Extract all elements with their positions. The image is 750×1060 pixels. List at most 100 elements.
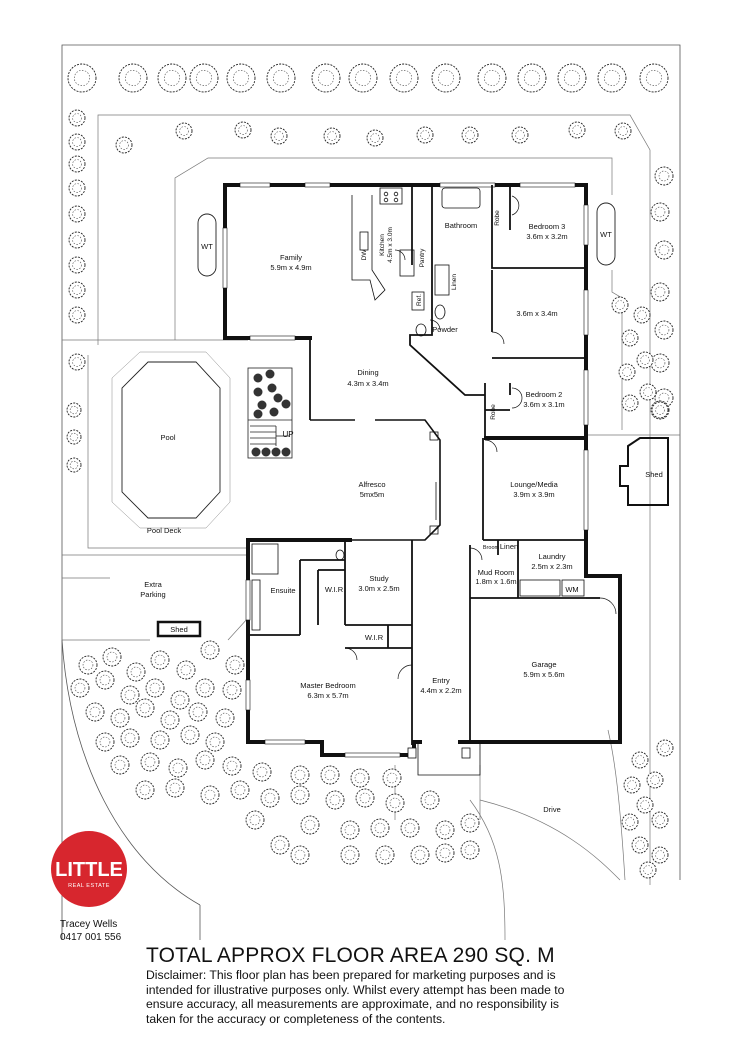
- pool-deck-label: Pool Deck: [147, 526, 181, 535]
- tree-icon: [66, 429, 82, 445]
- tree-icon: [252, 762, 272, 782]
- tree-icon: [568, 121, 586, 139]
- planter-icon: [271, 447, 281, 457]
- tree-icon: [511, 126, 529, 144]
- tree-icon: [389, 63, 419, 93]
- tree-icon: [118, 63, 148, 93]
- tree-icon: [420, 790, 440, 810]
- tree-icon: [348, 63, 378, 93]
- tree-icon: [650, 353, 670, 373]
- planter-icon: [261, 447, 271, 457]
- study-size: 3.0m x 2.5m: [358, 584, 399, 593]
- tree-icon: [230, 780, 250, 800]
- tree-icon: [431, 63, 461, 93]
- tree-icon: [145, 678, 165, 698]
- tree-icon: [597, 63, 627, 93]
- planter-icon: [253, 409, 263, 419]
- tree-icon: [188, 702, 208, 722]
- tree-icon: [435, 820, 455, 840]
- lounge-size: 3.9m x 3.9m: [513, 490, 554, 499]
- tree-icon: [95, 732, 115, 752]
- tree-icon: [102, 647, 122, 667]
- tree-icon: [68, 353, 86, 371]
- mud-room-size: 1.8m x 1.6m: [475, 577, 516, 586]
- wir-2-label: W.I.R: [365, 633, 384, 642]
- dishwasher-label: DW: [361, 249, 368, 261]
- family-size: 5.9m x 4.9m: [270, 263, 311, 272]
- water-tank-left-label: WT: [201, 242, 213, 251]
- garage-size: 5.9m x 5.6m: [523, 670, 564, 679]
- tree-icon: [370, 818, 390, 838]
- kitchen-size: 4.5m x 3.0m: [387, 227, 394, 263]
- tree-icon: [135, 698, 155, 718]
- tree-icon: [290, 765, 310, 785]
- lounge-label: Lounge/Media: [510, 480, 558, 489]
- tree-icon: [639, 63, 669, 93]
- tree-icon: [168, 758, 188, 778]
- tree-icon: [195, 678, 215, 698]
- robe-top-label: Robe: [494, 210, 501, 226]
- tree-icon: [633, 306, 651, 324]
- tree-icon: [135, 780, 155, 800]
- tree-icon: [200, 640, 220, 660]
- tree-icon: [300, 815, 320, 835]
- tree-icon: [245, 810, 265, 830]
- extra-parking-label-1: Extra: [144, 580, 162, 589]
- tree-icon: [355, 788, 375, 808]
- mud-room-label: Mud Room: [478, 568, 515, 577]
- tree-icon: [340, 820, 360, 840]
- room-labels: Family 5.9m x 4.9m Kitchen 4.5m x 3.0m D…: [140, 210, 662, 814]
- tree-icon: [195, 750, 215, 770]
- tree-icon: [120, 685, 140, 705]
- pantry-label: Pantry: [419, 248, 426, 268]
- door-swings: [344, 195, 617, 680]
- tree-icon: [189, 63, 219, 93]
- tree-icon: [205, 732, 225, 752]
- tree-icon: [416, 126, 434, 144]
- tree-icon: [614, 122, 632, 140]
- tree-icon: [557, 63, 587, 93]
- wir-1-label: W.I.R: [325, 585, 344, 594]
- planter-icon: [269, 407, 279, 417]
- planter-icon: [265, 369, 275, 379]
- tree-icon: [150, 650, 170, 670]
- tree-icon: [200, 785, 220, 805]
- tree-icon: [78, 655, 98, 675]
- kitchen-label: Kitchen: [379, 234, 386, 256]
- tree-icon: [621, 813, 639, 831]
- tree-icon: [68, 281, 86, 299]
- tree-icon: [67, 63, 97, 93]
- stairs: [247, 367, 293, 459]
- tree-icon: [385, 793, 405, 813]
- disclaimer-text: Disclaimer: This floor plan has been pre…: [146, 968, 565, 1026]
- tree-icon: [95, 670, 115, 690]
- tree-icon: [266, 63, 296, 93]
- tree-icon: [651, 846, 669, 864]
- powder-label: Powder: [432, 325, 458, 334]
- tree-icon: [366, 129, 384, 147]
- tree-icon: [636, 351, 654, 369]
- laundry-size: 2.5m x 2.3m: [531, 562, 572, 571]
- planter-icon: [253, 387, 263, 397]
- agent-phone: 0417 001 556: [60, 932, 122, 943]
- tree-icon: [68, 133, 86, 151]
- entry-size: 4.4m x 2.2m: [420, 686, 461, 695]
- dining-label: Dining: [357, 368, 378, 377]
- tree-icon: [323, 127, 341, 145]
- tree-icon: [410, 845, 430, 865]
- master-bedroom-size: 6.3m x 5.7m: [307, 691, 348, 700]
- broom-label: Broom: [483, 545, 500, 551]
- extra-parking-label-2: Parking: [140, 590, 165, 599]
- alfresco-size: 5mx5m: [360, 490, 385, 499]
- garage-label: Garage: [531, 660, 556, 669]
- agent-name: Tracey Wells: [60, 919, 118, 930]
- fridge-label: Ref.: [416, 294, 423, 306]
- linen-mid-label: Linen: [500, 542, 518, 551]
- tree-icon: [621, 394, 639, 412]
- tree-icon: [646, 771, 664, 789]
- tree-icon: [222, 680, 242, 700]
- tree-icon: [260, 788, 280, 808]
- tree-icon: [110, 708, 130, 728]
- little-real-estate-logo: LITTLE REAL ESTATE: [51, 831, 127, 907]
- tree-icon: [651, 401, 669, 419]
